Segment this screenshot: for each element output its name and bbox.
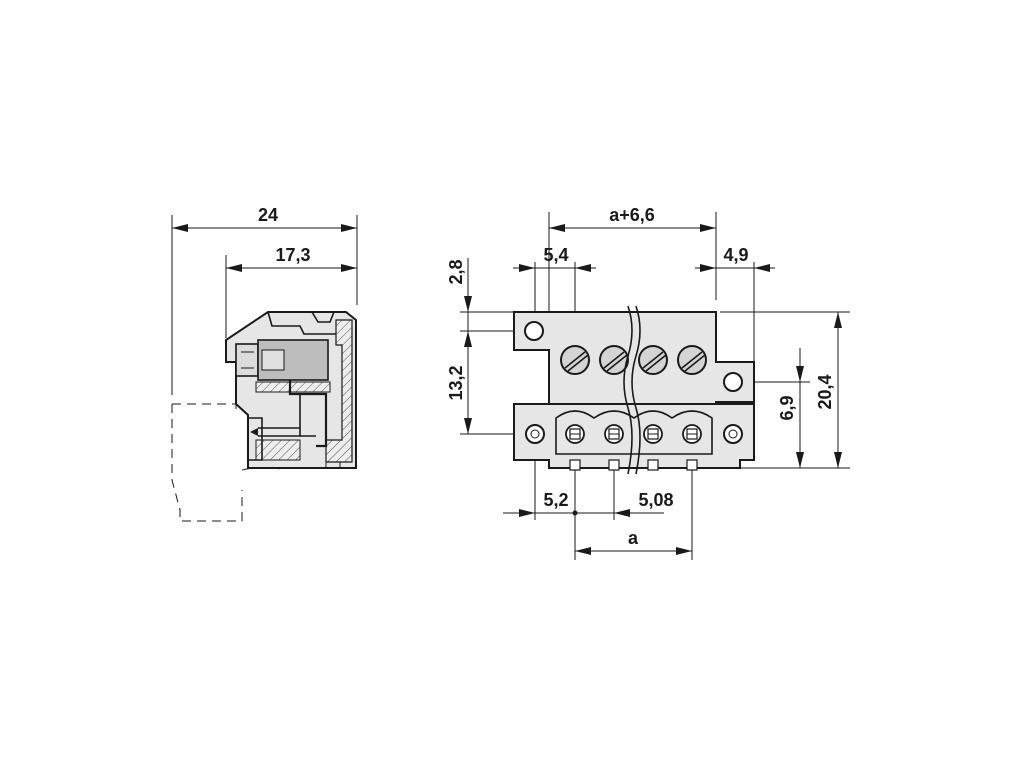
dimension-13-2: 13,2 bbox=[446, 331, 472, 434]
break-line bbox=[623, 305, 633, 475]
side-connector-body bbox=[225, 311, 357, 469]
dimension-label-5-4: 5,4 bbox=[543, 245, 568, 265]
dimension-5-4: 5,4 bbox=[513, 245, 596, 272]
screw-head-4 bbox=[677, 345, 707, 375]
contact-opening-3 bbox=[643, 424, 663, 444]
contact-opening-1 bbox=[565, 424, 585, 444]
flange-hole-left bbox=[525, 424, 545, 444]
dimension-label-13-2: 13,2 bbox=[446, 365, 466, 400]
front-connector-body bbox=[513, 305, 755, 475]
pin-slots bbox=[569, 459, 698, 471]
dimension-label-24: 24 bbox=[258, 205, 278, 225]
screw-head-3 bbox=[638, 345, 668, 375]
contact-opening-2 bbox=[604, 424, 624, 444]
mounting-hole bbox=[524, 321, 544, 341]
dimension-24: 24 bbox=[172, 205, 357, 232]
dimension-a-plus-6-6: a+6,6 bbox=[549, 205, 716, 232]
dimension-label-5-08: 5,08 bbox=[638, 490, 673, 510]
dimension-a: a bbox=[575, 528, 692, 555]
side-view: 24 17,3 bbox=[171, 205, 358, 522]
dimension-label-5-2: 5,2 bbox=[543, 490, 568, 510]
dimension-label-20-4: 20,4 bbox=[815, 374, 835, 409]
dimension-label-6-9: 6,9 bbox=[777, 395, 797, 420]
dimension-label-2-8: 2,8 bbox=[446, 259, 466, 284]
front-view: a+6,6 5,4 4,9 2,8 13,2 bbox=[446, 205, 850, 560]
dimension-4-9: 4,9 bbox=[695, 245, 775, 272]
dimension-6-9: 6,9 bbox=[777, 348, 804, 468]
screw-head-1 bbox=[560, 345, 590, 375]
dimension-17-3: 17,3 bbox=[226, 245, 357, 272]
dimension-5-2: 5,2 bbox=[503, 490, 614, 517]
screw-head-2 bbox=[599, 345, 629, 375]
dimension-label-17-3: 17,3 bbox=[275, 245, 310, 265]
contact-opening-4 bbox=[682, 424, 702, 444]
dimension-5-08: 5,08 bbox=[614, 490, 674, 517]
dimension-label-a: a bbox=[628, 528, 639, 548]
flange-hole-right bbox=[723, 424, 743, 444]
break-line bbox=[631, 305, 641, 475]
mounting-hole bbox=[723, 372, 743, 392]
dimension-label-a-plus-6-6: a+6,6 bbox=[609, 205, 655, 225]
dimension-label-4-9: 4,9 bbox=[723, 245, 748, 265]
dimension-20-4: 20,4 bbox=[815, 312, 842, 468]
